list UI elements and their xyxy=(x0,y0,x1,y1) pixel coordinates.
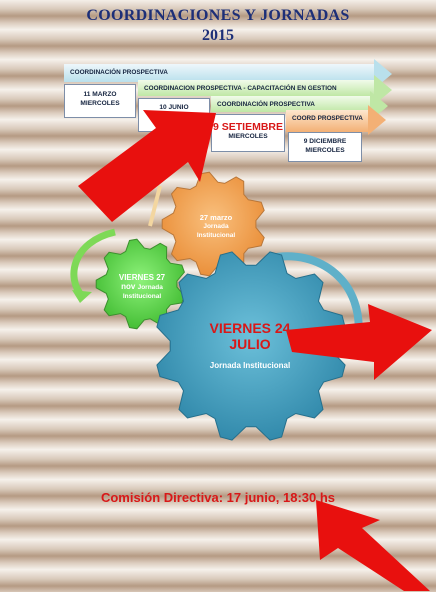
card-3-line2: MIERCOLES xyxy=(228,133,268,140)
page-year: 2015 xyxy=(202,27,234,44)
blue-gear-icon xyxy=(156,251,346,441)
card-1-line2: MIERCOLES xyxy=(80,100,120,107)
orange-gear-line1: 27 marzo xyxy=(199,213,233,222)
curve-arrow-small xyxy=(148,185,162,227)
ribbon-4: COORD PROSPECTIVA xyxy=(286,105,386,135)
green-gear-line2: nov xyxy=(121,282,136,291)
green-curve-arrow-icon xyxy=(70,228,116,299)
green-gear-label: VIERNES 27 nov Jornada Institucional xyxy=(104,273,180,301)
card-2-line1: 10 JUNIO xyxy=(159,104,189,111)
blue-curve-arrow-icon xyxy=(269,252,363,341)
red-arrow-bottom-icon xyxy=(316,500,430,591)
ribbon-1-label: COORDINACIÓN PROSPECTIVA xyxy=(70,69,168,76)
card-11-marzo: 11 MARZO MIERCOLES xyxy=(64,84,136,118)
card-9-setiembre: 9 SETIEMBRE MIERCOLES xyxy=(211,114,285,152)
page-title: COORDINACIONES Y JORNADAS xyxy=(86,7,350,24)
blue-gear-line1: VIERNES 24 xyxy=(209,320,291,336)
orange-gear-line3: Institucional xyxy=(196,232,236,239)
green-gear-line3: Jornada xyxy=(137,284,163,291)
comision-directiva-text: Comisión Directiva: 17 junio, 18:30 hs xyxy=(100,490,336,505)
card-1-line1: 11 MARZO xyxy=(83,91,117,98)
orange-gear-line2: Jornada xyxy=(203,223,229,230)
green-gear-line1: VIERNES 27 xyxy=(118,273,166,282)
blue-gear-line3: Jornada Institucional xyxy=(209,361,291,370)
red-arrow-right-icon xyxy=(286,304,432,380)
card-4-line1: 9 DICIEMBRE xyxy=(303,138,347,145)
green-gear-line4: Institucional xyxy=(122,293,162,300)
ribbon-2-label: COORDINACION PROSPECTIVA - CAPACITACIÓN … xyxy=(144,85,337,92)
blue-gear-line2: JULIO xyxy=(229,336,271,352)
red-arrow-top-icon xyxy=(78,110,216,222)
ribbon-3-label: COORDINACIÓN PROSPECTIVA xyxy=(217,101,315,108)
blue-gear-label: VIERNES 24 JULIO Jornada Institucional xyxy=(186,320,314,370)
card-3-line1: 9 SETIEMBRE xyxy=(212,121,283,133)
orange-gear-label: 27 marzo Jornada Institucional xyxy=(176,213,256,240)
card-9-diciembre: 9 DICIEMBRE MIERCOLES xyxy=(288,132,362,162)
gear-blue-body xyxy=(156,251,346,441)
ribbon-4-label: COORD PROSPECTIVA xyxy=(292,115,363,122)
card-4-line2: MIERCOLES xyxy=(305,147,345,154)
